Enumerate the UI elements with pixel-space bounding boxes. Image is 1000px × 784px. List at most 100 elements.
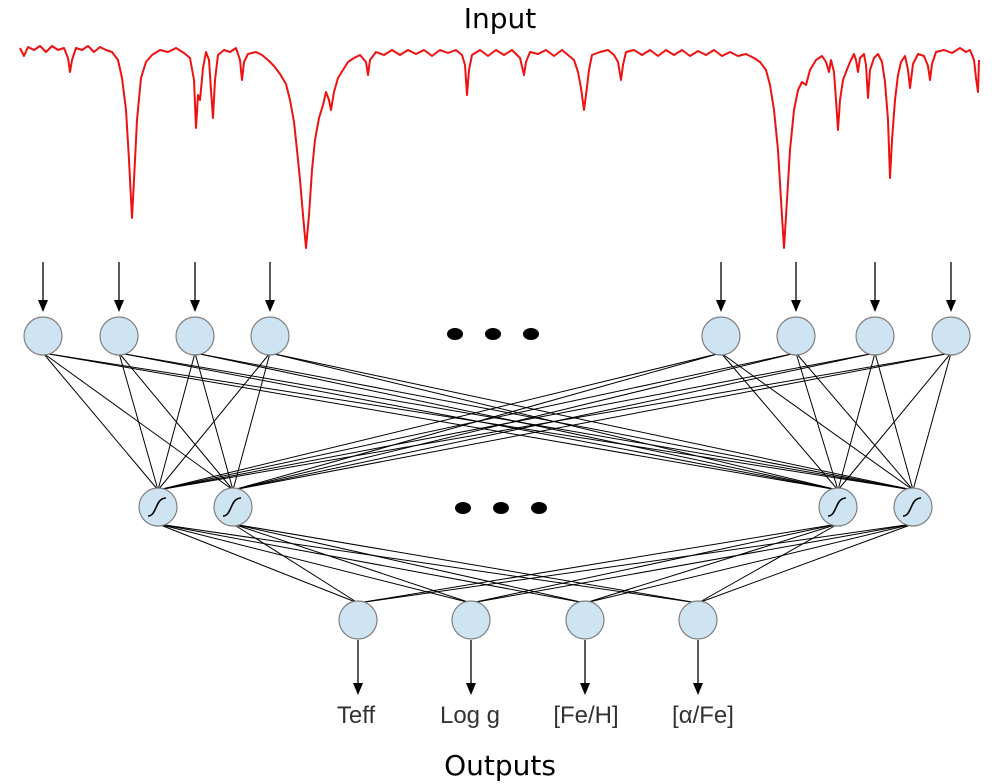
arrow-head-icon <box>265 300 275 312</box>
edge-input-5-hidden-3 <box>720 352 839 491</box>
output-node-1 <box>338 600 378 640</box>
edge-input-8-hidden-4 <box>912 352 952 491</box>
sigmoid-icon <box>827 497 847 517</box>
input-node-2 <box>99 316 139 356</box>
input-ellipsis-icon <box>447 328 539 340</box>
edge-hidden-1-output-1 <box>157 523 359 604</box>
input-node-3 <box>175 316 215 356</box>
arrow-head-icon <box>791 300 801 312</box>
edge-input-8-hidden-2 <box>232 352 952 491</box>
hidden-node-4 <box>893 487 933 527</box>
output-layer <box>338 600 718 640</box>
arrow-head-icon <box>38 300 48 312</box>
input-node-1 <box>23 316 63 356</box>
edge-hidden-4-output-2 <box>470 523 914 604</box>
arrow-head-icon <box>693 683 703 695</box>
output-label-alphafe: [α/Fe] <box>672 702 734 729</box>
edge-input-6-hidden-3 <box>795 352 839 491</box>
hidden-output-connections <box>157 523 914 604</box>
ellipsis-dot-3 <box>523 328 539 340</box>
edge-hidden-1-output-3 <box>157 523 586 604</box>
edge-hidden-4-output-4 <box>697 523 914 604</box>
input-node-7 <box>855 316 895 356</box>
output-title: Outputs <box>444 749 556 782</box>
input-arrow-6 <box>791 262 801 312</box>
output-arrow-4 <box>693 640 703 695</box>
output-arrow-1 <box>353 640 363 695</box>
input-arrow-1 <box>38 262 48 312</box>
output-node-3 <box>565 600 605 640</box>
edge-hidden-3-output-4 <box>697 523 839 604</box>
output-label-teff: Teff <box>337 702 376 729</box>
input-arrow-3 <box>190 262 200 312</box>
edge-hidden-4-output-3 <box>584 523 914 604</box>
input-arrow-5 <box>716 262 726 312</box>
arrow-head-icon <box>353 683 363 695</box>
input-node-5 <box>701 316 741 356</box>
edge-hidden-3-output-1 <box>357 523 839 604</box>
edge-hidden-3-output-3 <box>584 523 839 604</box>
hidden-node-1 <box>138 487 178 527</box>
hidden-node-circle <box>818 487 858 527</box>
edge-input-8-hidden-3 <box>837 352 952 491</box>
arrow-head-icon <box>870 300 880 312</box>
edge-input-3-hidden-1 <box>157 352 196 491</box>
edge-input-2-hidden-1 <box>118 352 159 491</box>
edge-hidden-2-output-4 <box>232 523 699 604</box>
edge-hidden-3-output-2 <box>470 523 839 604</box>
sigmoid-icon <box>902 497 922 517</box>
input-spectrum-line <box>19 45 980 249</box>
arrow-head-icon <box>114 300 124 312</box>
edge-input-6-hidden-4 <box>795 352 914 491</box>
sigmoid-icon <box>147 497 167 517</box>
input-arrow-8 <box>946 262 956 312</box>
input-node-8 <box>931 316 971 356</box>
hidden-node-2 <box>213 487 253 527</box>
output-label-feh: [Fe/H] <box>553 702 618 729</box>
edge-hidden-4-output-1 <box>357 523 914 604</box>
ellipsis-dot-3 <box>531 502 547 514</box>
input-arrows <box>38 262 956 312</box>
hidden-ellipsis-icon <box>455 502 547 514</box>
ellipsis-dot-1 <box>447 328 463 340</box>
edge-hidden-1-output-2 <box>157 523 472 604</box>
edge-input-1-hidden-1 <box>42 352 159 491</box>
arrow-head-icon <box>466 683 476 695</box>
input-layer <box>23 316 971 356</box>
input-arrow-2 <box>114 262 124 312</box>
edge-hidden-1-output-4 <box>157 523 699 604</box>
input-node-4 <box>250 316 290 356</box>
arrow-head-icon <box>580 683 590 695</box>
edge-hidden-2-output-3 <box>232 523 586 604</box>
output-node-4 <box>678 600 718 640</box>
input-hidden-connections <box>42 352 952 491</box>
output-arrow-3 <box>580 640 590 695</box>
ellipsis-dot-2 <box>493 502 509 514</box>
output-arrow-2 <box>466 640 476 695</box>
input-title: Input <box>464 2 537 35</box>
edge-input-7-hidden-3 <box>837 352 876 491</box>
output-arrows <box>353 640 703 695</box>
hidden-node-circle <box>138 487 178 527</box>
edge-input-6-hidden-1 <box>157 352 797 491</box>
output-label-logg: Log g <box>440 702 500 729</box>
hidden-layer <box>138 487 933 527</box>
edge-input-4-hidden-1 <box>157 352 271 491</box>
output-node-2 <box>451 600 491 640</box>
arrow-head-icon <box>716 300 726 312</box>
edge-input-5-hidden-1 <box>157 352 722 491</box>
input-node-6 <box>776 316 816 356</box>
ellipsis-dot-1 <box>455 502 471 514</box>
ellipsis-dot-2 <box>485 328 501 340</box>
edge-input-4-hidden-2 <box>232 352 271 491</box>
input-arrow-7 <box>870 262 880 312</box>
edge-hidden-2-output-1 <box>232 523 359 604</box>
edge-input-7-hidden-1 <box>157 352 876 491</box>
sigmoid-icon <box>222 497 242 517</box>
edge-input-8-hidden-1 <box>157 352 952 491</box>
arrow-head-icon <box>190 300 200 312</box>
hidden-node-circle <box>893 487 933 527</box>
input-arrow-4 <box>265 262 275 312</box>
edge-hidden-2-output-2 <box>232 523 472 604</box>
